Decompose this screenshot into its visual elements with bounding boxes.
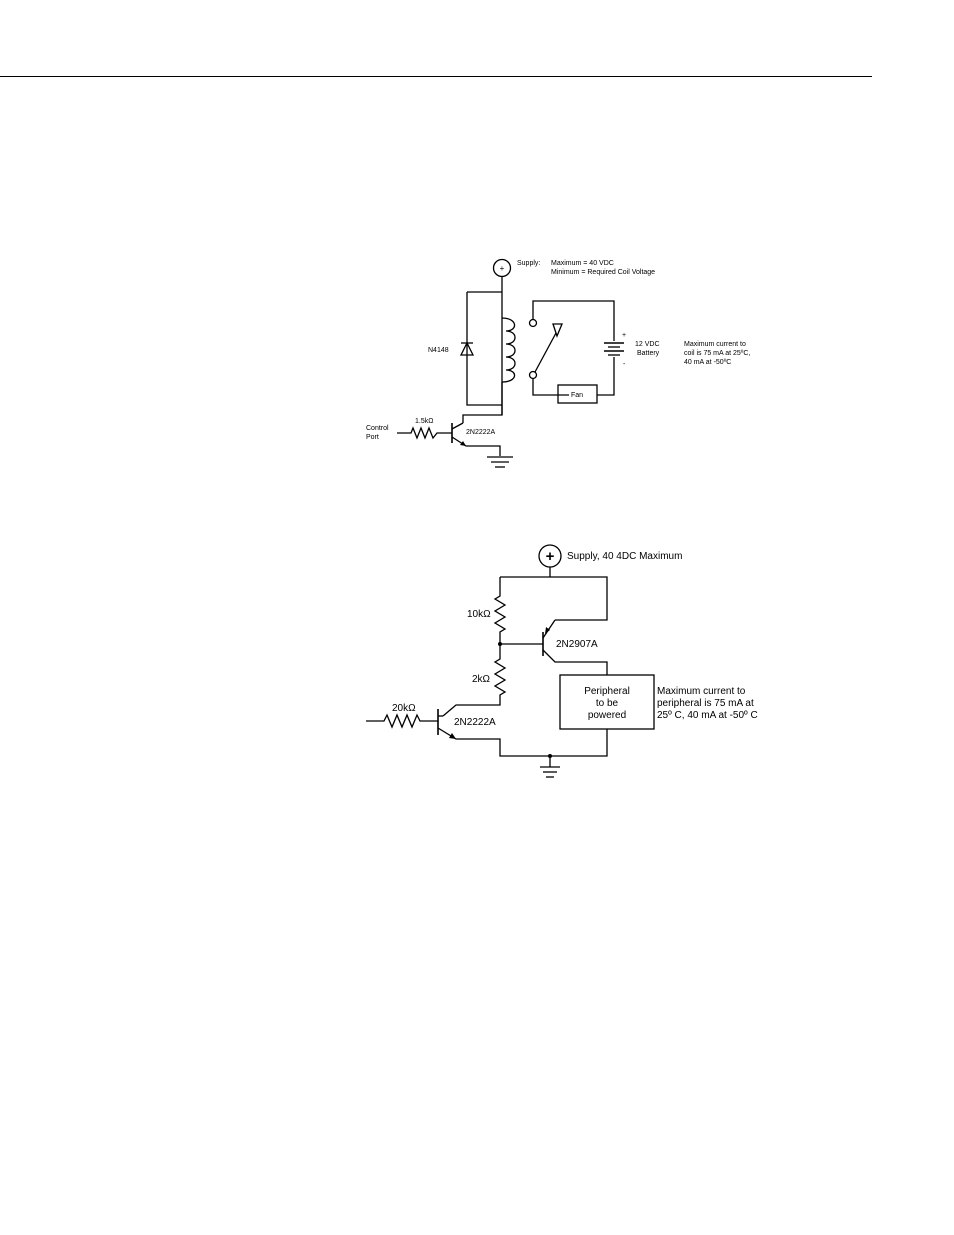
supply-label: Supply: — [517, 260, 540, 267]
relay-switch-arm-icon — [534, 332, 557, 373]
npn-emitter-lead — [437, 727, 608, 757]
supply-rail-wire — [466, 277, 503, 415]
switched-power-schematic: + Supply, 40 4DC Maximum 10kΩ 2N2907A 2k… — [366, 544, 758, 778]
ground-icon — [487, 456, 513, 468]
base-resistor-icon — [397, 426, 452, 440]
supply2-terminal-symbol: + — [546, 548, 555, 565]
ground2-icon — [540, 756, 560, 778]
transistor-emitter-arrow-icon — [460, 441, 466, 446]
battery-icon — [604, 342, 624, 356]
relay-contact-bottom-icon — [528, 370, 538, 380]
diode-icon — [459, 341, 475, 356]
pnp-emitter-arrow-icon — [545, 627, 550, 634]
supply-terminal-icon — [492, 258, 512, 278]
diode-label: N4148 — [428, 347, 449, 354]
pnp-emitter-lead — [542, 619, 556, 639]
r20k-label: 20kΩ — [392, 703, 416, 714]
control-port-label-1: Control — [366, 425, 389, 432]
transistor-label: 2N2222A — [466, 429, 496, 436]
supply2-rail-wire — [500, 567, 608, 621]
relay-switch-tip-icon — [552, 323, 563, 338]
transistor-emitter-lead — [451, 436, 501, 456]
r10k-label: 10kΩ — [467, 609, 491, 620]
fan-label: Fan — [571, 392, 583, 399]
control-port-label-2: Port — [366, 434, 379, 441]
npn-label: 2N2222A — [454, 717, 496, 728]
supply-terminal-symbol: + — [500, 264, 505, 273]
resistor-label: 1.5kΩ — [415, 418, 433, 425]
coil-note-line-3: 40 mA at -50ºC — [684, 359, 731, 366]
relay-coil-icon — [501, 317, 516, 383]
coil-note-line-1: Maximum current to — [684, 341, 746, 348]
battery-plus-label: + — [622, 332, 626, 339]
coil-note-line-2: coil is 75 mA at 25ºC, — [684, 350, 750, 357]
load-loop-wire — [532, 300, 615, 396]
relay-contact-top-icon — [528, 318, 538, 328]
peripheral-note-3: 25º C, 40 mA at -50º C — [657, 710, 758, 721]
fan-box — [557, 384, 598, 404]
supply2-label: Supply, 40 4DC Maximum — [567, 551, 682, 562]
npn-emitter-arrow-icon — [449, 733, 456, 739]
r2k-resistor-icon — [442, 644, 507, 717]
r2k-label: 2kΩ — [472, 674, 491, 685]
peripheral-label-1: Peripheral — [584, 686, 630, 697]
peripheral-note-2: peripheral is 75 mA at — [657, 698, 754, 709]
peripheral-note-1: Maximum current to — [657, 686, 746, 697]
pnp-label: 2N2907A — [556, 639, 598, 650]
transistor-collector-lead — [451, 422, 464, 430]
peripheral-label-3: powered — [588, 710, 626, 721]
header-rule — [0, 76, 872, 77]
battery-voltage-label: 12 VDC — [635, 341, 660, 348]
collector-wire — [462, 382, 503, 423]
battery-minus-label: - — [623, 361, 626, 368]
pnp-collector-lead — [542, 649, 608, 675]
r10k-resistor-icon — [493, 577, 507, 644]
supply-min-label: Minimum = Required Coil Voltage — [551, 269, 655, 276]
peripheral-label-2: to be — [596, 698, 619, 709]
supply-max-label: Maximum = 40 VDC — [551, 260, 614, 267]
battery-type-label: Battery — [637, 350, 660, 357]
relay-driver-schematic: + Supply: Maximum = 40 VDC Minimum = Req… — [366, 258, 750, 468]
r20k-resistor-icon — [366, 713, 438, 729]
